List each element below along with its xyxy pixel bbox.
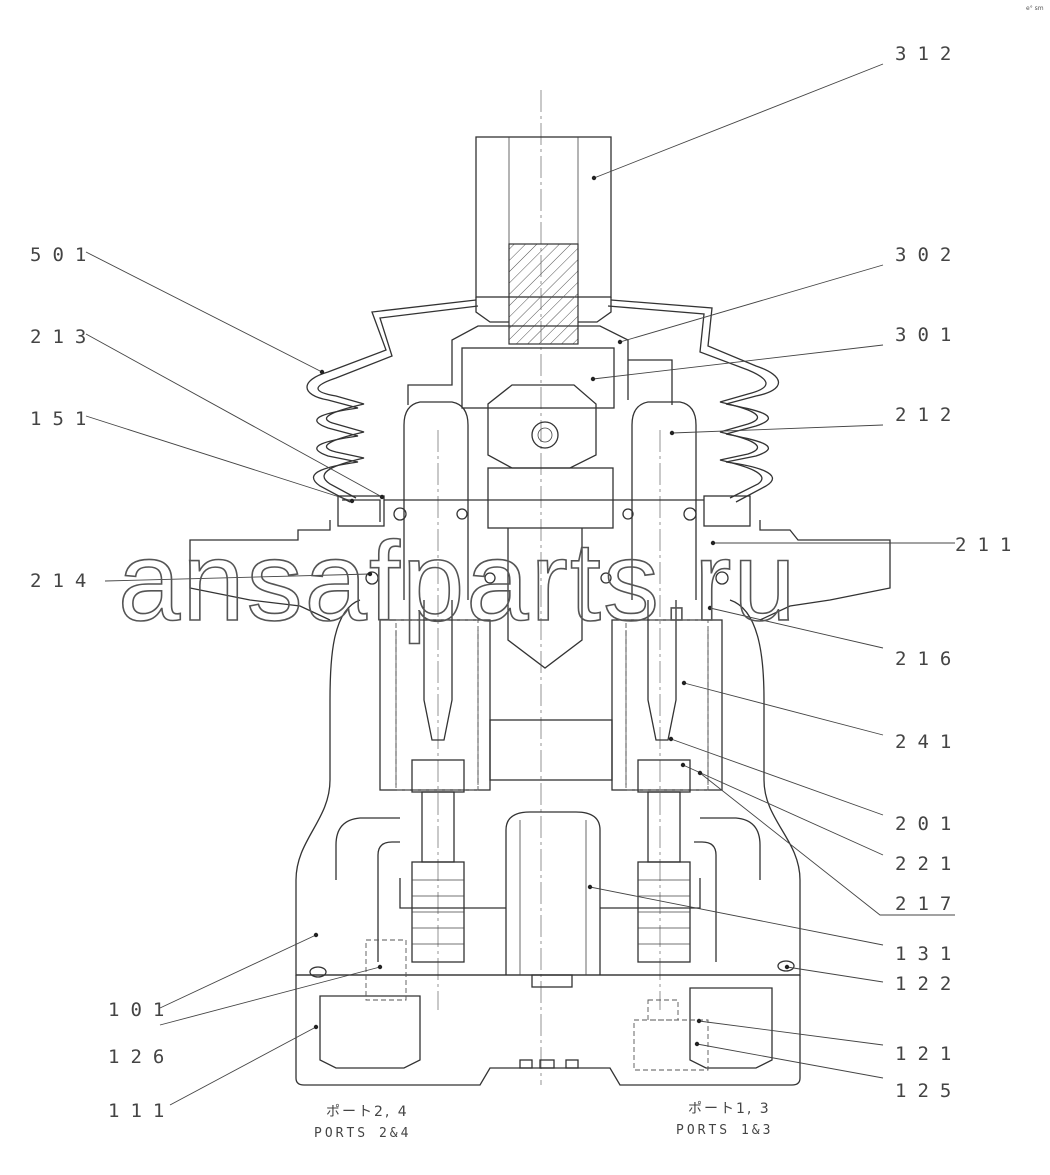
casing-body [295, 599, 801, 978]
ports-right-jp: ポート1, 3 [688, 1101, 771, 1117]
leader-lines [85, 63, 955, 1106]
label-501: 501 [30, 244, 97, 266]
watermark: ansafparts.ru [118, 519, 798, 644]
body-flange [189, 495, 891, 621]
ports-left-jp: ポート2, 4 [326, 1104, 409, 1120]
label-213: 213 [30, 326, 97, 348]
label-211: 211 [955, 534, 1022, 556]
ports-right-en: PORTS 1&3 [676, 1123, 773, 1138]
label-241: 241 [895, 731, 962, 753]
label-221: 221 [895, 853, 962, 875]
label-131: 131 [895, 943, 962, 965]
corner-mark: e° sm [1026, 5, 1044, 12]
port-labels: ポート2, 4 PORTS 2&4 ポート1, 3 PORTS 1&3 [314, 1101, 773, 1141]
label-302: 302 [895, 244, 962, 266]
ports-left-en: PORTS 2&4 [314, 1126, 411, 1141]
label-201: 201 [895, 813, 962, 835]
part-labels: 312 302 301 212 211 216 241 201 221 217 … [30, 43, 1022, 1122]
center-plug [399, 811, 701, 988]
springs-and-spools [379, 600, 723, 963]
pushers [403, 401, 697, 600]
label-312: 312 [895, 43, 962, 65]
label-301: 301 [895, 324, 962, 346]
label-214: 214 [30, 570, 97, 592]
label-217: 217 [895, 893, 962, 915]
lever-handle [475, 136, 612, 345]
label-151: 151 [30, 408, 97, 430]
label-212: 212 [895, 404, 962, 426]
base-plate [295, 939, 801, 1086]
plate-and-joint [407, 325, 673, 669]
label-122: 122 [895, 973, 962, 995]
label-101: 101 [108, 999, 175, 1021]
label-125: 125 [895, 1080, 962, 1102]
label-111: 111 [108, 1100, 175, 1122]
label-126: 126 [108, 1046, 175, 1068]
rubber-boot [306, 299, 779, 503]
label-216: 216 [895, 648, 962, 670]
label-121: 121 [895, 1043, 962, 1065]
